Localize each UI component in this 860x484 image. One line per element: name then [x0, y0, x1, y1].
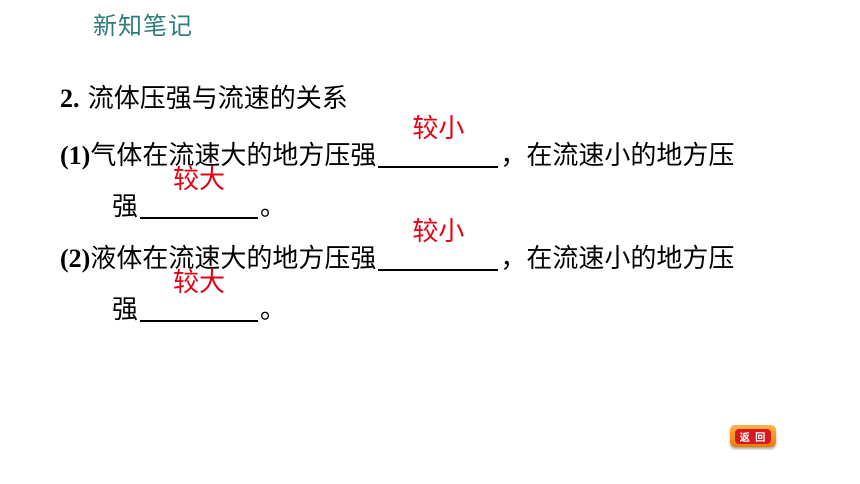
question-2-blank-2: 较大: [140, 268, 259, 322]
question-2-line-2: 强 较大。: [112, 268, 287, 327]
question-2-text-middle: ，在流速小的地方压: [500, 244, 735, 274]
question-1-label: (1): [60, 141, 91, 170]
question-2-text-line2: 强: [112, 295, 139, 325]
question-2-answer-2: 较大: [173, 268, 226, 298]
question-1-line-2: 强 较大。: [112, 165, 287, 224]
question-1-blank-2: 较大: [140, 165, 259, 219]
question-1-text-before: 气体在流速大的地方压强: [90, 141, 377, 171]
page-header-title: 新知笔记: [93, 12, 193, 40]
section-heading-text: 流体压强与流速的关系: [79, 84, 348, 114]
question-1-answer-2: 较大: [173, 165, 226, 195]
question-1-answer-1: 较小: [412, 114, 465, 144]
question-2-line-1: (2)液体在流速大的地方压强 较小 ，在流速小的地方压: [60, 217, 735, 276]
question-1-text-middle: ，在流速小的地方压: [500, 141, 735, 171]
question-2-label: (2): [60, 244, 91, 273]
question-2-text-before: 液体在流速大的地方压强: [90, 244, 377, 274]
question-1-text-line2: 强: [112, 192, 139, 222]
question-1-line-1: (1)气体在流速大的地方压强 较小 ，在流速小的地方压: [60, 114, 735, 173]
question-2-blank-1: 较小: [378, 217, 499, 271]
question-2-text-end: 。: [260, 295, 287, 325]
return-button-label: 返 回: [734, 428, 772, 444]
question-1-blank-1: 较小: [378, 114, 499, 168]
return-button[interactable]: 返 回: [730, 425, 776, 447]
section-heading: 2. 流体压强与流速的关系: [60, 82, 348, 116]
question-1-text-end: 。: [260, 192, 287, 222]
question-2-answer-1: 较小: [412, 217, 465, 247]
section-number: 2.: [60, 84, 80, 113]
